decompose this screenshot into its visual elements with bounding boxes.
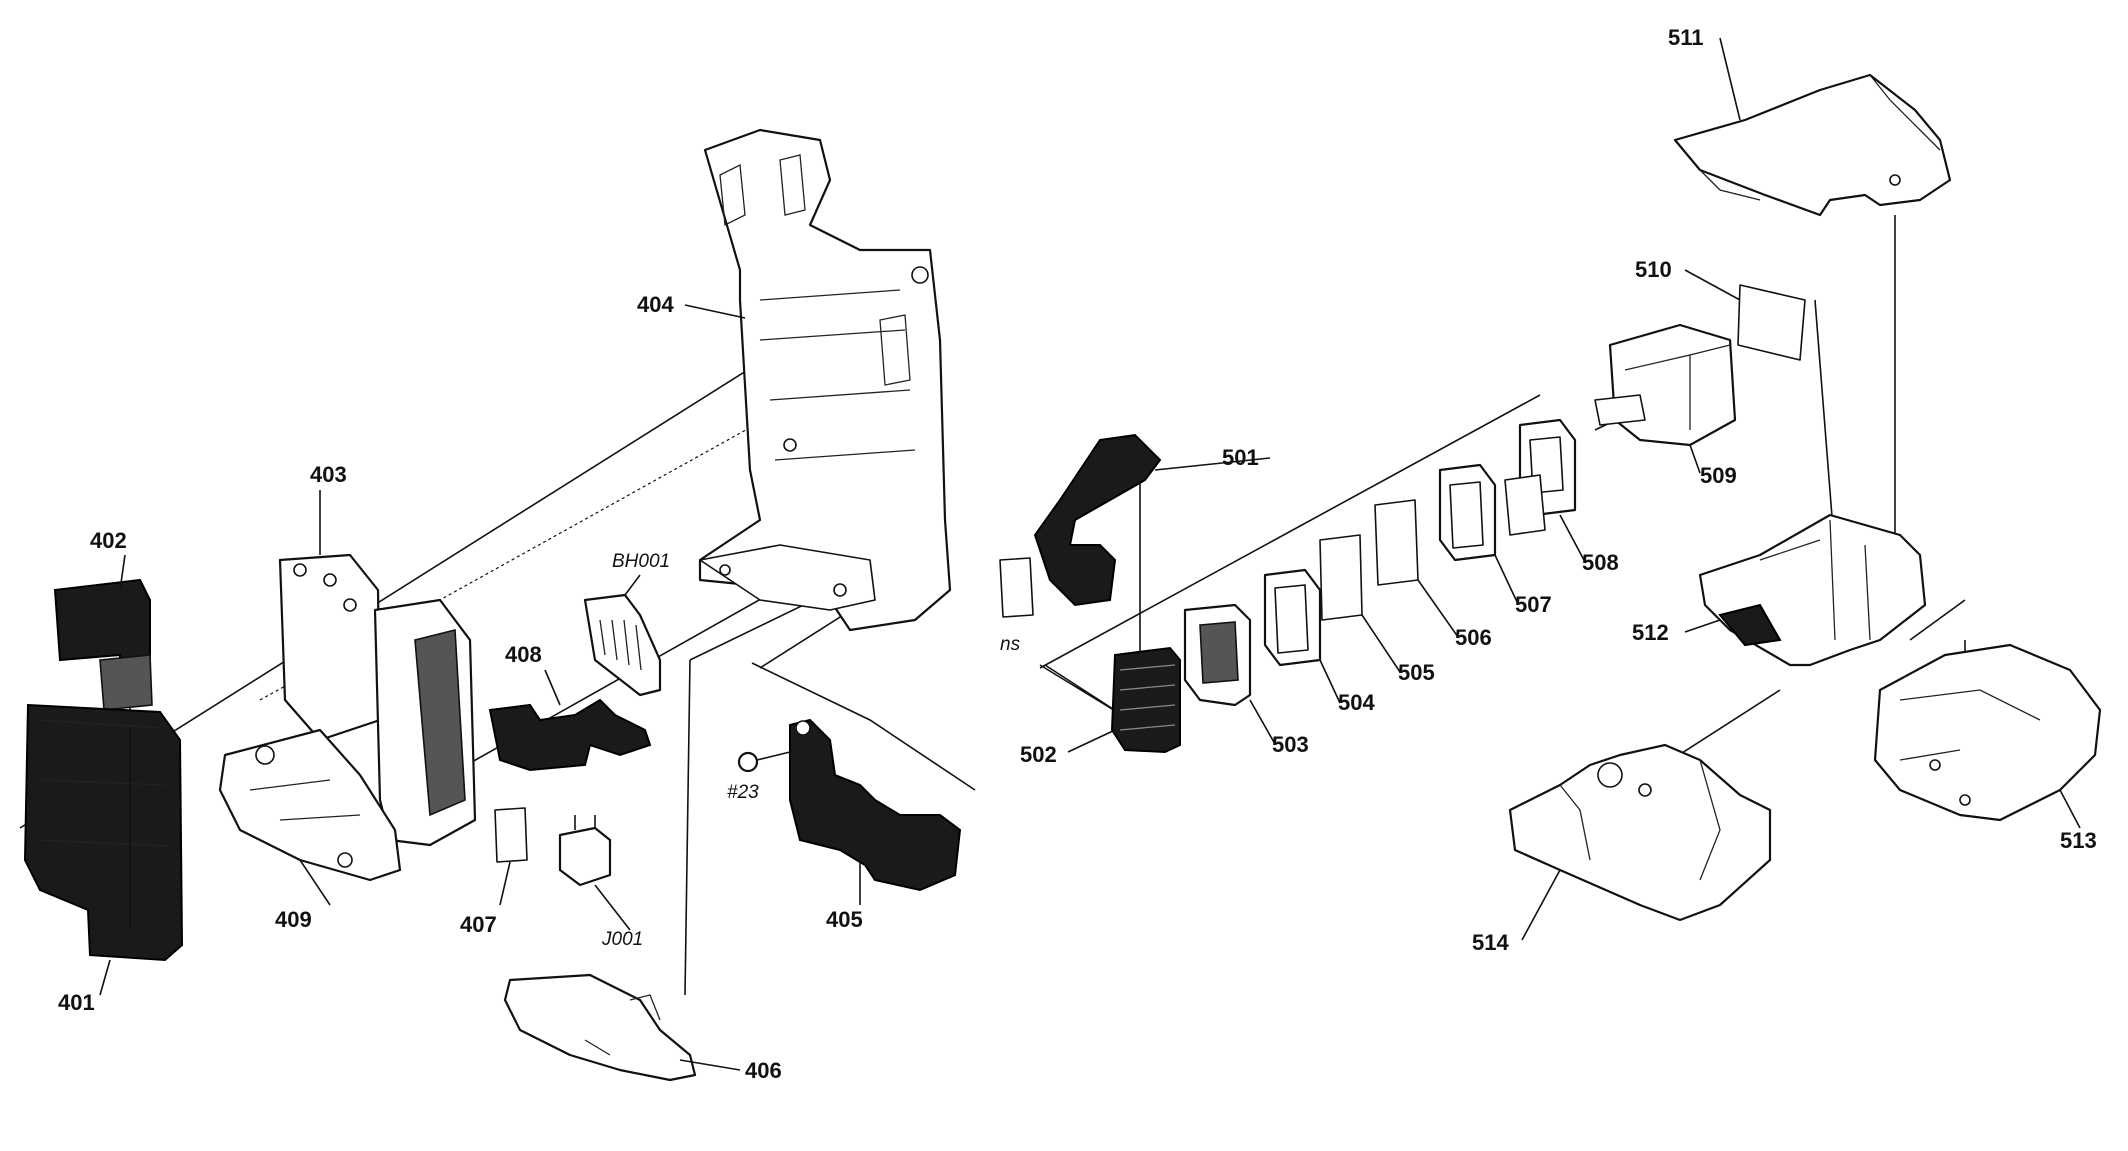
part-502-drawing (1110, 646, 1181, 754)
label-512: 512 (1632, 620, 1669, 645)
part-403-drawing (278, 553, 477, 847)
label-504: 504 (1338, 690, 1375, 715)
part-402-drawing (53, 578, 153, 711)
label-bh001: BH001 (612, 551, 670, 572)
label-510: 510 (1635, 257, 1672, 282)
part-512-drawing (1698, 513, 1927, 667)
label-507: 507 (1515, 592, 1552, 617)
label-505: 505 (1398, 660, 1435, 685)
label-ns: ns (1000, 634, 1021, 655)
part-408-drawing (488, 698, 652, 772)
label-406: 406 (745, 1058, 782, 1083)
part-bh001-drawing (583, 593, 662, 697)
label-509: 509 (1700, 463, 1737, 488)
label-409: 409 (275, 907, 312, 932)
part-404-drawing (698, 128, 952, 632)
part-506-drawing (1374, 499, 1419, 586)
part-409-drawing (218, 728, 402, 882)
label-403: 403 (310, 462, 347, 487)
label-402: 402 (90, 528, 127, 553)
part-503-drawing (1183, 603, 1252, 707)
part-j001-drawing (558, 815, 612, 887)
part-507-drawing (1438, 463, 1497, 562)
part-504-drawing (1263, 568, 1322, 667)
part-505-drawing (1319, 534, 1363, 621)
label-502: 502 (1020, 742, 1057, 767)
part-406-drawing (503, 973, 697, 1082)
label-501: 501 (1222, 445, 1259, 470)
label-503: 503 (1272, 732, 1309, 757)
label-513: 513 (2060, 828, 2097, 853)
label-401: 401 (58, 990, 95, 1015)
part-510-drawing (1737, 284, 1806, 361)
label-511: 511 (1668, 25, 1704, 50)
label-407: 407 (460, 912, 497, 937)
label-j001: J001 (601, 929, 643, 950)
part-514-drawing (1508, 743, 1772, 922)
part-407-drawing (494, 807, 528, 863)
label-404: 404 (637, 292, 674, 317)
label-408: 408 (505, 642, 542, 667)
part-screw23-drawing (737, 751, 791, 773)
part-508-drawing (1504, 418, 1577, 536)
part-405-drawing (789, 718, 962, 892)
part-labels: 401 402 403 404 405 406 407 408 409 501 … (58, 25, 2097, 1083)
part-511-drawing (1673, 73, 1952, 217)
label-506: 506 (1455, 625, 1492, 650)
part-401-drawing (23, 703, 184, 962)
part-513-drawing (1873, 643, 2102, 822)
part-501-drawing (1033, 433, 1162, 607)
label-405: 405 (826, 907, 863, 932)
label-508: 508 (1582, 550, 1619, 575)
label-514: 514 (1472, 930, 1509, 955)
label-leaders (99, 37, 2081, 1071)
part-509-drawing (1594, 323, 1737, 447)
label-screw23: #23 (727, 782, 759, 803)
part-ns-drawing (999, 557, 1034, 618)
